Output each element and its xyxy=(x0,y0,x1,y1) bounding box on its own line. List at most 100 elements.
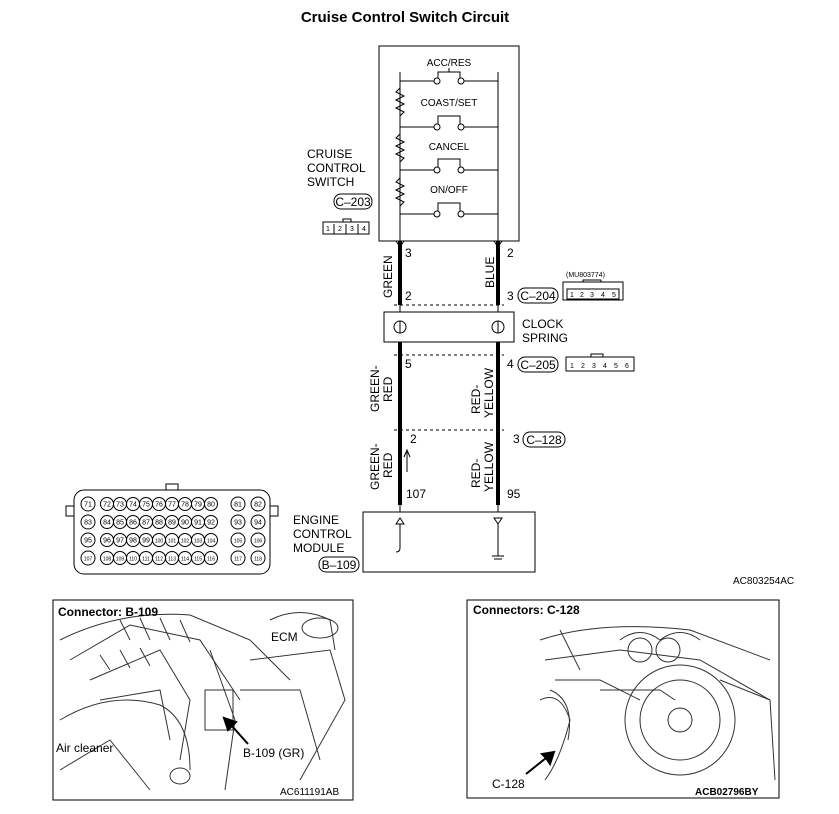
ecm-pin-number: 114 xyxy=(181,557,189,563)
svg-text:4: 4 xyxy=(603,363,607,370)
connector-c128-label: C–128 xyxy=(526,433,562,447)
arrow-icon xyxy=(222,716,249,745)
ecm-pin xyxy=(250,514,266,530)
ecm-pin xyxy=(250,532,266,548)
ecm-pin xyxy=(80,532,96,548)
ecm-pin-number: 103 xyxy=(194,539,203,545)
ecm-pin-number: 93 xyxy=(234,520,242,527)
ecm-pin-number: 86 xyxy=(129,520,137,527)
ecm-pin xyxy=(230,532,246,548)
ecm-pin-number: 76 xyxy=(155,502,163,509)
ecm-pin-number: 115 xyxy=(194,557,202,563)
ecm-box xyxy=(362,511,536,573)
svg-text:5: 5 xyxy=(612,292,616,299)
ecm-pin-number: 74 xyxy=(129,502,137,509)
wire-label-red-yellow-low-2: YELLOW xyxy=(482,441,496,492)
pin-c204-right: 3 xyxy=(507,289,514,303)
ecm-pin-number: 73 xyxy=(116,502,124,509)
ecm-pin xyxy=(80,550,96,566)
ecm-pin-number: 71 xyxy=(84,502,92,509)
connector-c203-face: 1 2 3 4 xyxy=(322,218,370,235)
wire-label-red-yellow-mid-2: YELLOW xyxy=(482,367,496,418)
cruise-switch-label-2: CONTROL xyxy=(307,161,366,175)
switch-on-off: ON/OFF xyxy=(400,185,498,218)
ecm-pin-number: 109 xyxy=(116,557,125,563)
pin-c128-right: 3 xyxy=(513,432,520,446)
svg-text:5: 5 xyxy=(614,363,618,370)
photo-right-conn: C-128 xyxy=(492,777,525,791)
svg-text:1: 1 xyxy=(570,363,574,370)
wire-label-green-red-low-2: RED xyxy=(381,452,395,478)
connector-mu-code: (MU803774) xyxy=(566,272,605,279)
switch-cancel: CANCEL xyxy=(400,142,498,174)
ecm-pin-number: 112 xyxy=(155,557,163,563)
diagram-title: Cruise Control Switch Circuit xyxy=(301,9,509,26)
pin-c204-left: 2 xyxy=(405,289,412,303)
switch-label-on-off: ON/OFF xyxy=(430,185,468,196)
ecm-pin-number: 88 xyxy=(155,520,163,527)
svg-text:1: 1 xyxy=(326,226,330,233)
ecm-pin-number: 116 xyxy=(207,557,215,563)
photo-right-title: Connectors: C-128 xyxy=(473,603,580,617)
ecm-pin xyxy=(204,533,218,547)
resistor-2 xyxy=(394,133,406,163)
ecm-pin-number: 78 xyxy=(181,502,189,509)
svg-text:1: 1 xyxy=(570,292,574,299)
connector-c203-label: C–203 xyxy=(335,195,371,209)
ecm-pin-number: 118 xyxy=(254,557,262,563)
diagram-code: AC803254AC xyxy=(733,576,794,587)
photo-panel-c128: Connectors: C-128 C-128 ACB02796BY xyxy=(466,599,780,799)
ecm-pin-number: 98 xyxy=(129,538,137,545)
connector-c205-label: C–205 xyxy=(520,358,556,372)
connector-c205-face: 1 2 3 4 5 6 xyxy=(565,353,635,372)
svg-text:6: 6 xyxy=(625,363,629,370)
switch-acc-res: ACC/RES xyxy=(400,58,498,85)
pin-ecm-right: 95 xyxy=(507,487,521,501)
resistor-1 xyxy=(394,87,406,117)
ecm-pin-number: 104 xyxy=(207,539,216,545)
ecm-pin xyxy=(230,496,246,512)
photo-left-conn: B-109 (GR) xyxy=(243,746,304,760)
ecm-pin-number: 108 xyxy=(103,557,112,563)
ecm-pin xyxy=(204,497,218,511)
ecm-pin xyxy=(230,514,246,530)
svg-text:3: 3 xyxy=(590,292,594,299)
connector-b109-label: B–109 xyxy=(322,558,357,572)
wire-label-green: GREEN xyxy=(381,255,395,298)
ecm-pin-number: 102 xyxy=(181,539,190,545)
ecm-pin-number: 94 xyxy=(254,520,262,527)
photo-left-air: Air cleaner xyxy=(56,741,113,755)
ecm-pin-number: 101 xyxy=(168,539,177,545)
ecm-pin-number: 97 xyxy=(116,538,124,545)
ecm-pin-number: 90 xyxy=(181,520,189,527)
ecm-label-1: ENGINE xyxy=(293,513,339,527)
photo-left-title: Connector: B-109 xyxy=(58,605,158,619)
arrow-icon-right xyxy=(525,750,556,775)
svg-text:4: 4 xyxy=(362,226,366,233)
svg-text:3: 3 xyxy=(350,226,354,233)
switch-coast-set: COAST/SET xyxy=(400,98,498,131)
switch-label-cancel: CANCEL xyxy=(429,142,470,153)
pin-sw-right: 2 xyxy=(507,246,514,260)
connector-c204-label: C–204 xyxy=(520,289,556,303)
ecm-pin xyxy=(250,496,266,512)
ecm-pin-number: 106 xyxy=(254,539,263,545)
svg-text:4: 4 xyxy=(601,292,605,299)
wire-label-red-yellow-low-1: RED- xyxy=(469,459,483,488)
ecm-pin xyxy=(204,515,218,529)
wire-label-green-red-low-1: GREEN- xyxy=(368,443,382,490)
ecm-pin-number: 113 xyxy=(168,557,176,563)
ecm-pin-number: 82 xyxy=(254,502,262,509)
ecm-pin-number: 117 xyxy=(234,557,242,563)
ecm-pin-number: 96 xyxy=(103,538,111,545)
ecm-pin-number: 89 xyxy=(168,520,176,527)
ecm-pin-number: 83 xyxy=(84,520,92,527)
ecm-pin-number: 72 xyxy=(103,502,111,509)
cruise-switch-label-3: SWITCH xyxy=(307,175,354,189)
photo-right-code: ACB02796BY xyxy=(695,787,759,798)
switch-label-acc-res: ACC/RES xyxy=(427,58,472,69)
ecm-pin-number: 107 xyxy=(84,557,93,563)
ecm-pin-number: 111 xyxy=(142,557,150,563)
resistor-3 xyxy=(394,177,406,207)
